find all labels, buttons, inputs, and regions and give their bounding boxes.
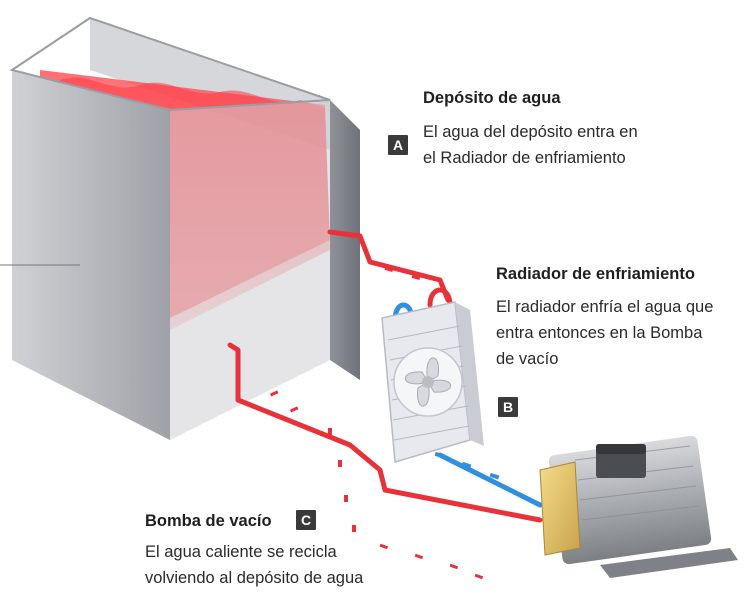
callout-a-line: el Radiador de enfriamiento: [423, 149, 626, 167]
callout-c-title: Bomba de vacío: [145, 512, 272, 530]
callout-c-line: El agua caliente se recicla: [145, 543, 337, 561]
callout-a-description: El agua del depósito entra en el Radiado…: [423, 119, 638, 171]
callout-a-badge: A: [388, 135, 408, 155]
callout-c-description: El agua caliente se recicla volviendo al…: [145, 539, 363, 591]
flow-arrows: [269, 266, 500, 580]
pipes: [227, 229, 543, 523]
callout-b-line: entra entonces en la Bomba: [496, 324, 703, 342]
callout-b-line: El radiador enfría el agua que: [496, 298, 714, 316]
water-tank: [0, 16, 360, 440]
callout-a-line: El agua del depósito entra en: [423, 123, 638, 141]
radiator: [381, 301, 484, 463]
callout-c-badge: C: [296, 510, 316, 530]
callout-b-line: de vacío: [496, 350, 559, 368]
callout-b-title: Radiador de enfriamiento: [496, 265, 695, 283]
callout-b-description: El radiador enfría el agua que entra ent…: [496, 294, 713, 372]
callout-c-line: volviendo al depósito de agua: [145, 569, 364, 587]
callout-b-badge: B: [498, 397, 518, 417]
fan-icon: [393, 347, 463, 417]
vacuum-pump: [539, 435, 738, 578]
callout-a-title: Depósito de agua: [423, 89, 561, 107]
